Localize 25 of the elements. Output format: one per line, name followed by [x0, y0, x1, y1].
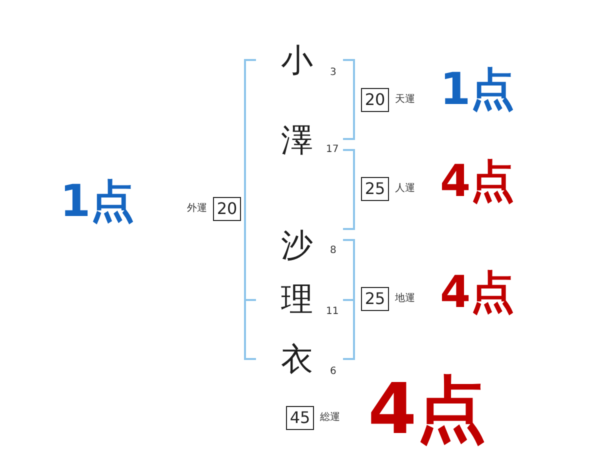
score-text: 1点 — [440, 68, 515, 112]
name-character: 小 — [281, 44, 313, 76]
fortune-label: 地運 — [395, 294, 415, 304]
score-text: 4点 — [440, 160, 515, 204]
fortune-label: 天運 — [395, 95, 415, 105]
number-box: 20 — [213, 197, 241, 221]
score-text: 1点 — [60, 180, 135, 224]
number-box: 25 — [361, 287, 389, 311]
score-text: 4点 — [440, 271, 515, 315]
name-character: 澤 — [281, 124, 313, 156]
fortune-label: 外運 — [187, 204, 207, 214]
stroke-count: 8 — [330, 246, 336, 256]
number-box: 25 — [361, 177, 389, 201]
stroke-count: 11 — [326, 307, 339, 317]
name-character: 沙 — [281, 229, 313, 261]
score-text: 4点 — [368, 374, 487, 444]
fortune-label: 人運 — [395, 184, 415, 194]
stroke-count: 6 — [330, 367, 336, 377]
stroke-count: 17 — [326, 145, 339, 155]
stroke-count: 3 — [330, 68, 336, 78]
name-character: 衣 — [281, 343, 313, 375]
number-box: 45 — [286, 406, 314, 430]
number-box: 20 — [361, 88, 389, 112]
name-character: 理 — [281, 283, 313, 315]
fortune-label: 総運 — [320, 413, 340, 423]
